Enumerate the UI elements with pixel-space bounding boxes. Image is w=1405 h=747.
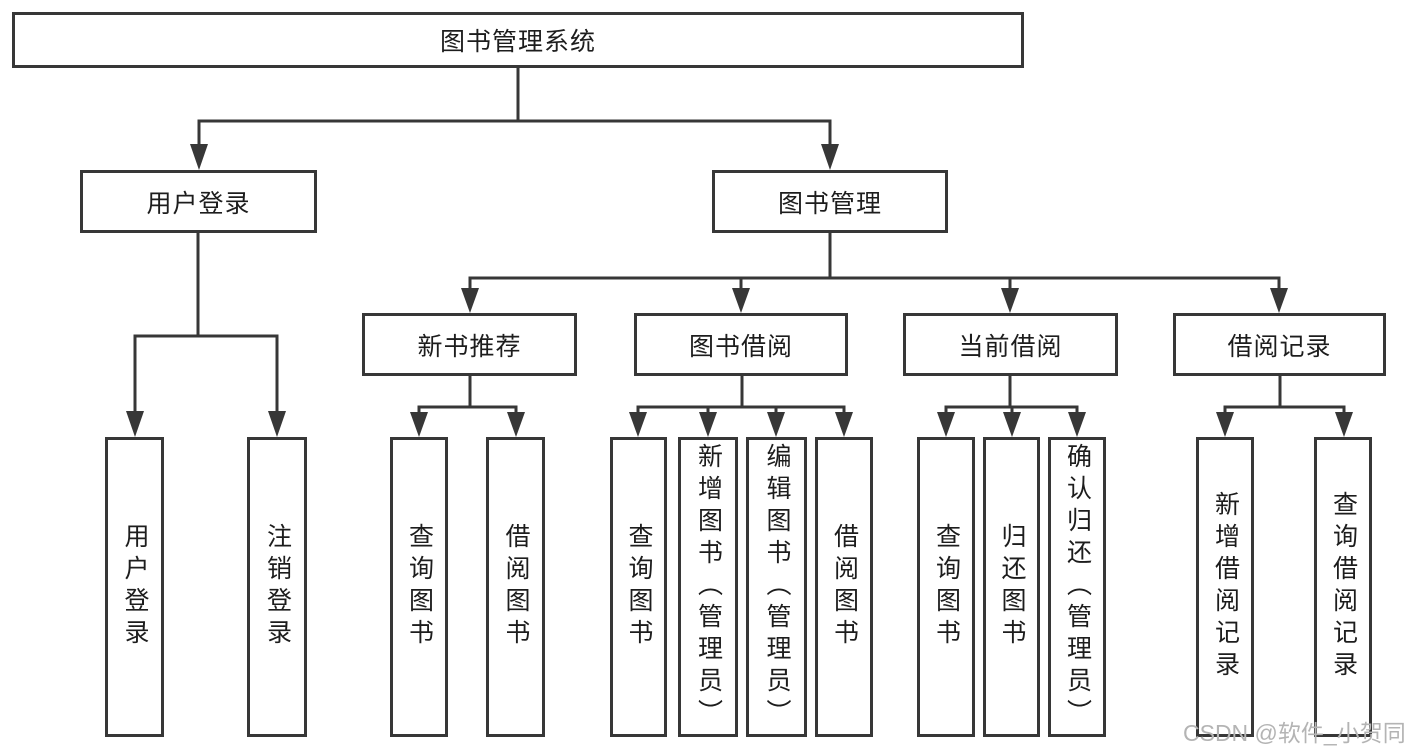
node-user-login-label: 用户登录 [146,189,251,218]
leaf-user-login: 用户登录 [105,437,164,737]
connector-group-book-mgmt [468,233,1281,290]
leaf-current-return-label: 归还图书 [998,523,1026,651]
arrowheads-root [190,144,839,170]
node-new-books: 新书推荐 [362,313,577,376]
leaf-borrow-borrow: 借阅图书 [815,437,873,737]
node-book-borrow: 图书借阅 [634,313,848,376]
arrowheads-new-books [410,412,525,437]
node-book-borrow-label: 图书借阅 [688,332,793,361]
leaf-records-query-label: 查询借阅记录 [1329,491,1358,683]
node-current-borrow-label: 当前借阅 [958,332,1063,361]
leaf-newbooks-borrow: 借阅图书 [486,437,545,737]
node-borrow-records: 借阅记录 [1173,313,1386,376]
node-book-mgmt: 图书管理 [712,170,948,233]
arrowheads-borrow-records [1216,412,1353,437]
leaf-borrow-borrow-label: 借阅图书 [830,523,859,651]
leaf-newbooks-query-label: 查询图书 [405,523,434,651]
leaf-records-add-label: 新增借阅记录 [1211,491,1240,683]
node-current-borrow: 当前借阅 [903,313,1118,376]
node-borrow-records-label: 借阅记录 [1227,332,1332,361]
node-book-mgmt-label: 图书管理 [777,189,882,218]
leaf-records-query: 查询借阅记录 [1314,437,1372,737]
leaf-logout-label: 注销登录 [263,523,292,651]
leaf-borrow-edit: 编辑图书（管理员） [746,437,807,737]
leaf-newbooks-borrow-label: 借阅图书 [502,523,530,651]
leaf-current-confirm: 确认归还（管理员） [1048,437,1106,737]
node-root-label: 图书管理系统 [439,28,596,56]
arrowheads-book-borrow [629,412,853,437]
node-new-books-label: 新书推荐 [417,332,522,361]
connector-group-current-borrow [944,376,1079,414]
connector-group-new-books [417,376,518,414]
leaf-records-add: 新增借阅记录 [1196,437,1254,737]
arrowheads-user-login [126,411,286,437]
leaf-borrow-query-label: 查询图书 [625,523,653,651]
connector-group-root [197,68,832,147]
node-user-login: 用户登录 [80,170,317,233]
leaf-borrow-query: 查询图书 [610,437,667,737]
leaf-borrow-edit-label: 编辑图书（管理员） [763,443,791,731]
csdn-watermark: CSDN @软件_小贺同学 [1183,720,1405,746]
leaf-borrow-add-label: 新增图书（管理员） [694,443,723,731]
leaf-logout: 注销登录 [247,437,307,737]
leaf-borrow-add: 新增图书（管理员） [678,437,738,737]
leaf-current-confirm-label: 确认归还（管理员） [1063,443,1092,731]
leaf-user-login-label: 用户登录 [121,523,149,651]
leaf-newbooks-query: 查询图书 [390,437,448,737]
leaf-current-query-label: 查询图书 [932,523,961,651]
connector-group-user-login [133,233,279,414]
leaf-current-return: 归还图书 [983,437,1040,737]
arrowheads-current-borrow [937,412,1086,437]
connector-group-borrow-records [1223,376,1346,414]
arrowheads-book-mgmt [461,288,1288,313]
connector-group-book-borrow [636,376,846,414]
node-root: 图书管理系统 [12,12,1024,68]
leaf-current-query: 查询图书 [917,437,975,737]
